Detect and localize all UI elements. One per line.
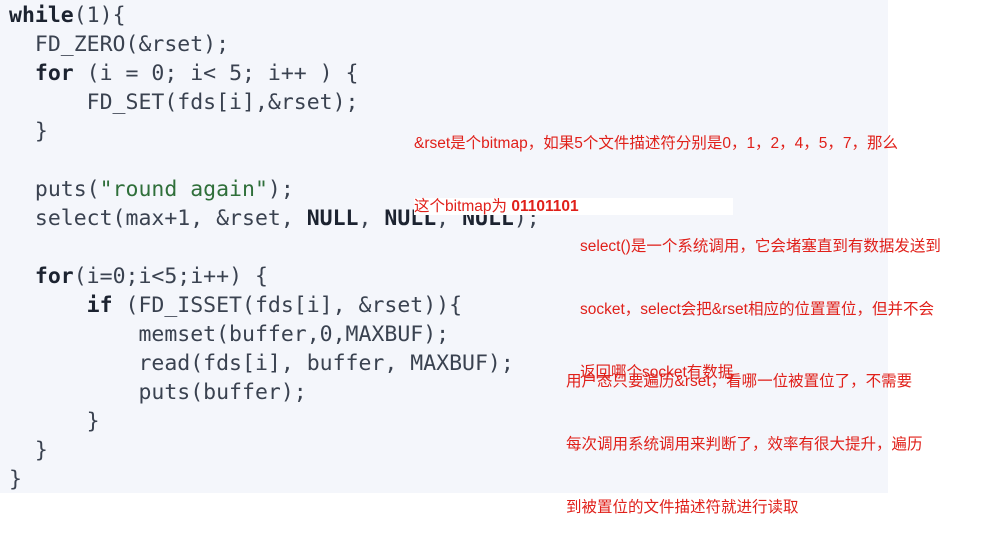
annotation-bitmap-prefix: 这个bitmap为 [414,198,512,215]
code-line-16: } [9,436,48,465]
annotation-userspace-line3: 到被置位的文件描述符就进行读取 [566,499,799,516]
keyword-for: for [34,61,74,86]
code-line-3: for (i = 0; i< 5; i++ ) { [9,59,359,88]
annotation-select-line3: 返回哪个socket有数据 [580,364,734,381]
code-text: ); [267,177,294,202]
code-text: } [9,467,22,492]
code-line-14: puts(buffer); [9,378,307,407]
code-line-17: } [9,465,22,494]
code-panel: while(1){ FD_ZERO(&rset); for (i = 0; i<… [0,0,888,493]
code-line-7: puts("round again"); [9,175,294,204]
code-indent [9,293,87,318]
code-line-4: FD_SET(fds[i],&rset); [9,88,359,117]
code-line-2: FD_ZERO(&rset); [9,30,229,59]
annotation-select-line1: select()是一个系统调用，它会堵塞直到有数据发送到 [580,238,941,255]
keyword-if: if [86,293,113,318]
annotation-userspace-line2: 每次调用系统调用来判断了，效率有很大提升，遍历 [566,436,923,453]
code-text: FD_ZERO(&rset); [9,32,230,57]
code-text: memset(buffer,0,MAXBUF); [9,322,450,347]
code-indent [9,61,35,86]
code-line-12: memset(buffer,0,MAXBUF); [9,320,449,349]
code-text: FD_SET(fds[i],&rset); [9,90,359,115]
code-text: puts(buffer); [9,380,307,405]
annotation-bitmap-line2: 这个bitmap为 01101101 [414,196,898,217]
code-line-10: for(i=0;i<5;i++) { [9,262,268,291]
null-keyword: NULL [306,206,359,231]
code-text: (i = 0; i< 5; i++ ) { [73,61,359,86]
code-text: } [9,409,100,434]
code-text: select(max+1, &rset, [9,206,307,231]
annotation-select: select()是一个系统调用，它会堵塞直到有数据发送到 socket，sele… [580,194,941,404]
code-text: read(fds[i], buffer, MAXBUF); [9,351,514,376]
keyword-for: for [34,264,74,289]
code-text: , [358,206,385,231]
annotation-bitmap: &rset是个bitmap，如果5个文件描述符分别是0，1，2，4，5，7，那么… [414,91,898,238]
annotation-bitmap-line1: &rset是个bitmap，如果5个文件描述符分别是0，1，2，4，5，7，那么 [414,135,899,152]
code-text: } [9,438,48,463]
code-text: } [9,119,48,144]
code-line-15: } [9,407,100,436]
annotation-select-line2: socket，select会把&rset相应的位置置位，但并不会 [580,301,934,318]
keyword-while: while [9,3,74,28]
bitmap-value: 01101101 [511,198,579,215]
code-line-13: read(fds[i], buffer, MAXBUF); [9,349,514,378]
string-literal: "round again" [99,177,268,202]
code-line-11: if (FD_ISSET(fds[i], &rset)){ [9,291,462,320]
code-text: puts( [9,177,100,202]
code-indent [9,264,35,289]
code-text: (1){ [73,3,126,28]
code-line-1: while(1){ [9,1,126,30]
code-text: (FD_ISSET(fds[i], &rset)){ [112,293,463,318]
annotation-userspace: 用户态只要遍历&rset，看哪一位被置位了，不需要 每次调用系统调用来判断了，效… [566,329,923,539]
code-line-5: } [9,117,48,146]
annotation-userspace-line1: 用户态只要遍历&rset，看哪一位被置位了，不需要 [566,373,913,390]
code-text: (i=0;i<5;i++) { [73,264,268,289]
